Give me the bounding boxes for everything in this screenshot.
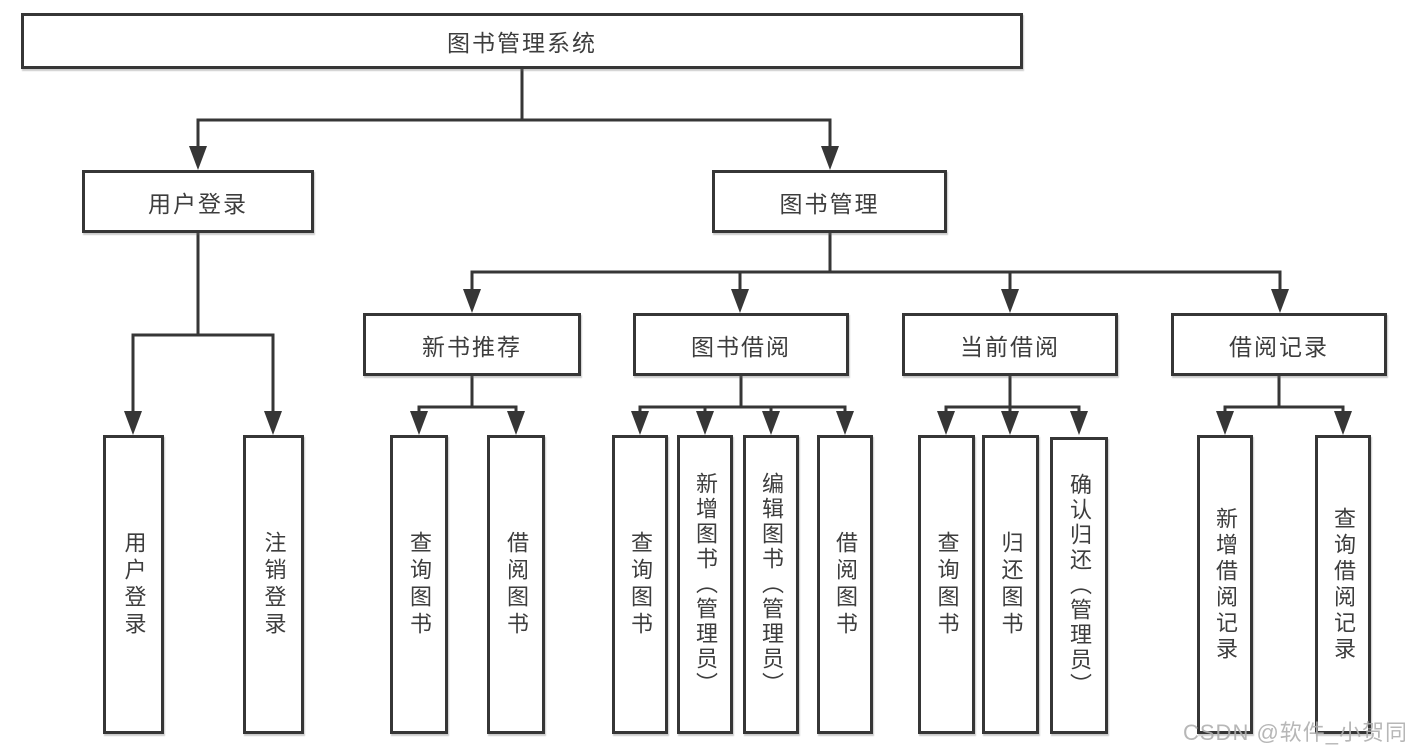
leaf-records-query-record: 查询借阅记录	[1315, 435, 1371, 734]
leaf-records-query-record-label: 查询借阅记录	[1331, 506, 1356, 663]
leaf-current-query-books: 查询图书	[918, 435, 975, 734]
node-book-borrow-label: 图书借阅	[691, 333, 791, 360]
node-new-book-recommend: 新书推荐	[363, 313, 581, 376]
connector-recommend-to-leaves	[410, 376, 525, 435]
connector-user-login-to-leaves	[124, 233, 282, 435]
leaf-borrow-query-books-label: 查询图书	[628, 530, 653, 639]
leaf-borrow-borrow-books: 借阅图书	[817, 435, 873, 734]
watermark-text: CSDN @软件_小贺同学	[1183, 720, 1405, 745]
leaf-recommend-query-books: 查询图书	[390, 435, 448, 734]
node-current-borrow-label: 当前借阅	[960, 333, 1060, 360]
leaf-borrow-edit-books-admin-label: 编辑图书（管理员）	[759, 472, 784, 697]
node-borrow-records-label: 借阅记录	[1229, 333, 1329, 360]
leaf-recommend-query-books-label: 查询图书	[407, 530, 432, 639]
leaf-current-confirm-return-admin-label: 确认归还（管理员）	[1067, 473, 1092, 698]
node-root-label: 图书管理系统	[447, 30, 597, 56]
node-book-management-label: 图书管理	[779, 190, 880, 217]
node-root: 图书管理系统	[21, 13, 1023, 69]
leaf-recommend-borrow-books-label: 借阅图书	[504, 530, 529, 639]
node-book-borrow: 图书借阅	[633, 313, 849, 376]
leaf-logout: 注销登录	[243, 435, 304, 734]
leaf-records-add-record-label: 新增借阅记录	[1213, 506, 1238, 663]
leaf-recommend-borrow-books: 借阅图书	[487, 435, 545, 734]
connector-book-management-to-level3	[463, 233, 1289, 313]
leaf-borrow-add-books-admin: 新增图书（管理员）	[677, 435, 733, 734]
leaf-current-confirm-return-admin: 确认归还（管理员）	[1050, 437, 1108, 734]
leaf-records-add-record: 新增借阅记录	[1197, 435, 1253, 734]
node-borrow-records: 借阅记录	[1171, 313, 1387, 376]
leaf-current-return-books: 归还图书	[982, 435, 1039, 734]
connector-records-to-leaves	[1216, 376, 1352, 435]
leaf-user-login-label: 用户登录	[121, 530, 147, 639]
leaf-borrow-edit-books-admin: 编辑图书（管理员）	[743, 435, 799, 734]
node-current-borrow: 当前借阅	[902, 313, 1118, 376]
leaf-borrow-add-books-admin-label: 新增图书（管理员）	[693, 472, 718, 697]
leaf-logout-label: 注销登录	[261, 530, 287, 639]
node-book-management: 图书管理	[712, 170, 947, 233]
connector-borrow-to-leaves	[631, 376, 854, 435]
connector-root-to-level2	[189, 69, 839, 170]
leaf-user-login: 用户登录	[103, 435, 164, 734]
connector-current-to-leaves	[937, 376, 1088, 435]
leaf-borrow-query-books: 查询图书	[612, 435, 668, 734]
node-user-login-label: 用户登录	[148, 190, 248, 217]
node-new-book-recommend-label: 新书推荐	[422, 333, 522, 360]
leaf-current-return-books-label: 归还图书	[998, 530, 1024, 639]
node-user-login: 用户登录	[82, 170, 314, 233]
leaf-current-query-books-label: 查询图书	[934, 530, 960, 639]
leaf-borrow-borrow-books-label: 借阅图书	[833, 530, 858, 639]
